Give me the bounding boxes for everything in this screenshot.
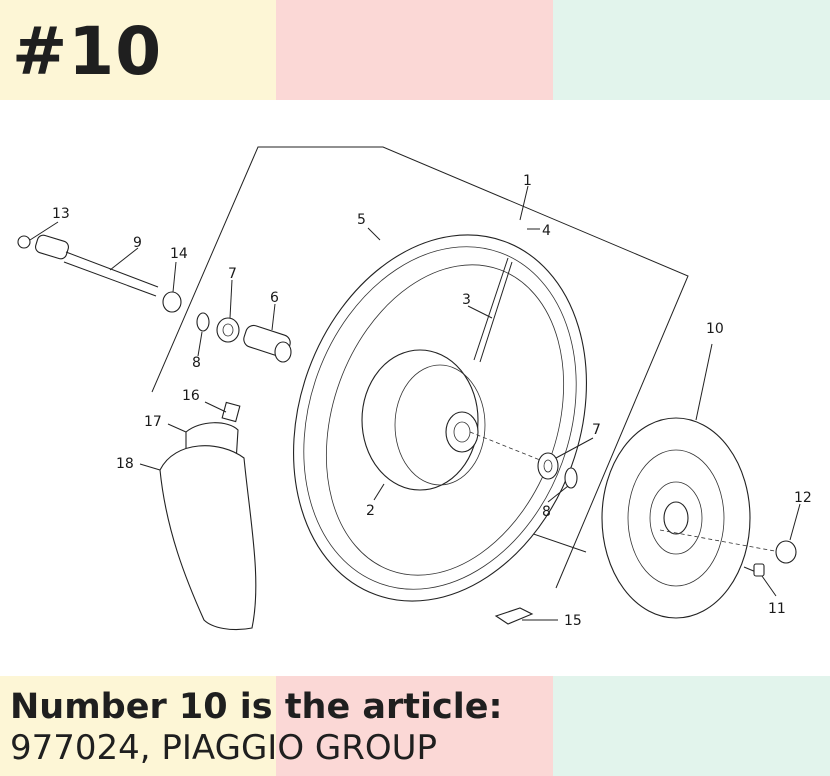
oring-left-part [196,312,210,332]
bottom-color-band [0,676,830,776]
callout-2: 2 [366,503,375,519]
callout-15: 15 [564,613,582,629]
band-middle [276,676,553,776]
callout-4: 4 [542,223,551,239]
callout-11: 11 [768,601,786,617]
callout-17: 17 [144,414,162,430]
callout-18: 18 [116,456,134,472]
band-left [0,0,276,100]
band-left [0,676,276,776]
callout-8-left: 8 [192,355,201,371]
callout-13: 13 [52,206,70,222]
wheel-exploded-diagram: 1 2 3 4 5 6 7 7 8 8 9 10 11 12 13 14 15 … [17,146,812,631]
band-right [553,0,830,100]
band-right [553,676,830,776]
callout-1: 1 [523,173,532,189]
disc-spacer-part [775,540,797,564]
callout-7-right: 7 [592,422,601,438]
callout-14: 14 [170,246,188,262]
clip-part [221,401,241,423]
caption-heading: Number 10 is the article: [10,687,503,727]
callout-6: 6 [270,290,279,306]
mudguard-part [159,445,257,631]
top-color-band [0,0,830,100]
axle-part [17,234,159,297]
band-middle [276,0,553,100]
hub-spacer-part [243,324,292,363]
bearing-left-part [216,317,240,343]
callout-9: 9 [133,235,142,251]
frame-outline [151,146,689,589]
callout-10: 10 [706,321,724,337]
callout-3: 3 [462,292,471,308]
sticker-part [494,607,534,625]
oring-right-part [564,467,578,489]
brake-disc-part [601,417,751,619]
page-title: #10 [12,13,163,90]
wheel-hub-part [361,349,486,491]
callout-16: 16 [182,388,200,404]
bolt-part [743,563,765,577]
leader-lines [29,185,801,621]
callout-8-right: 8 [542,504,551,520]
callout-12: 12 [794,490,812,506]
callout-7-left: 7 [228,266,237,282]
spoke-part [473,257,509,361]
callout-5: 5 [357,212,366,228]
caption-article-number: 977024, PIAGGIO GROUP [10,728,438,768]
bearing-right-part [537,452,559,480]
spacer-part [162,291,182,313]
